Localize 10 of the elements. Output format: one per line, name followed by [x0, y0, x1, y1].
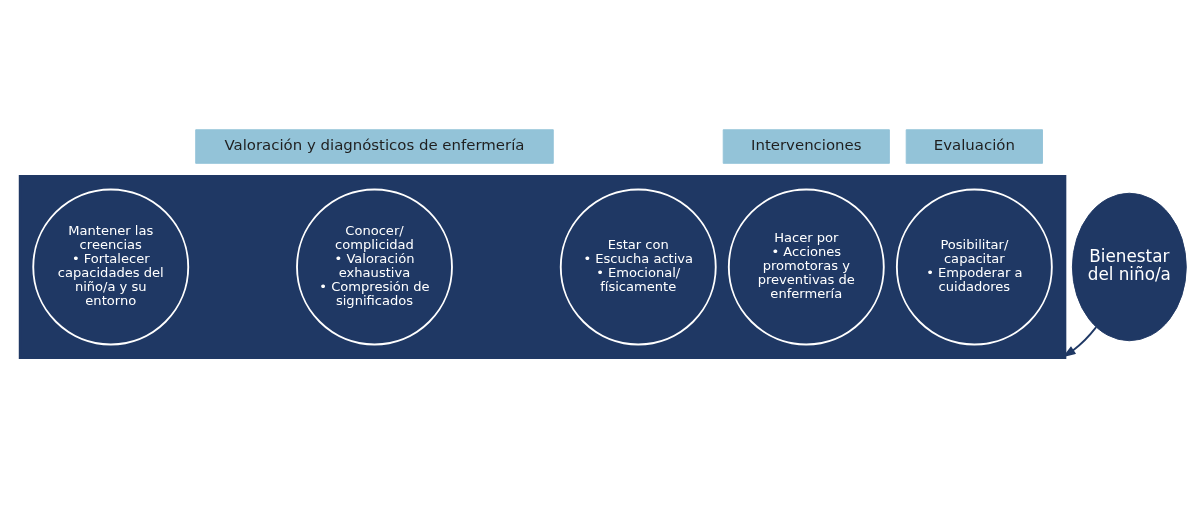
- node-circle: Hacer por • Acciones promotoras y preventivas de enfermería: [727, 188, 885, 345]
- cluster: [18, 174, 1067, 359]
- node-circle: Mantener las creencias • Fortalecer capacidades del niño/a y su entorno: [32, 188, 190, 345]
- node-circle: Posibilitar/ capacitar • Empoderar a cuidadores: [895, 188, 1053, 345]
- node-box: Intervenciones: [722, 128, 890, 164]
- node-ellipse: Bienestar del niño/a: [1071, 192, 1187, 341]
- node-circle: Estar con • Escucha activa • Emocional/ físicamente: [559, 188, 717, 345]
- node-box: Evaluación: [905, 128, 1043, 164]
- node-box: Valoración y diagnósticos de enfermería: [195, 128, 554, 164]
- node-circle: Conocer/ complicidad • Valoración exhaustiva • Compresión de significados: [296, 188, 453, 345]
